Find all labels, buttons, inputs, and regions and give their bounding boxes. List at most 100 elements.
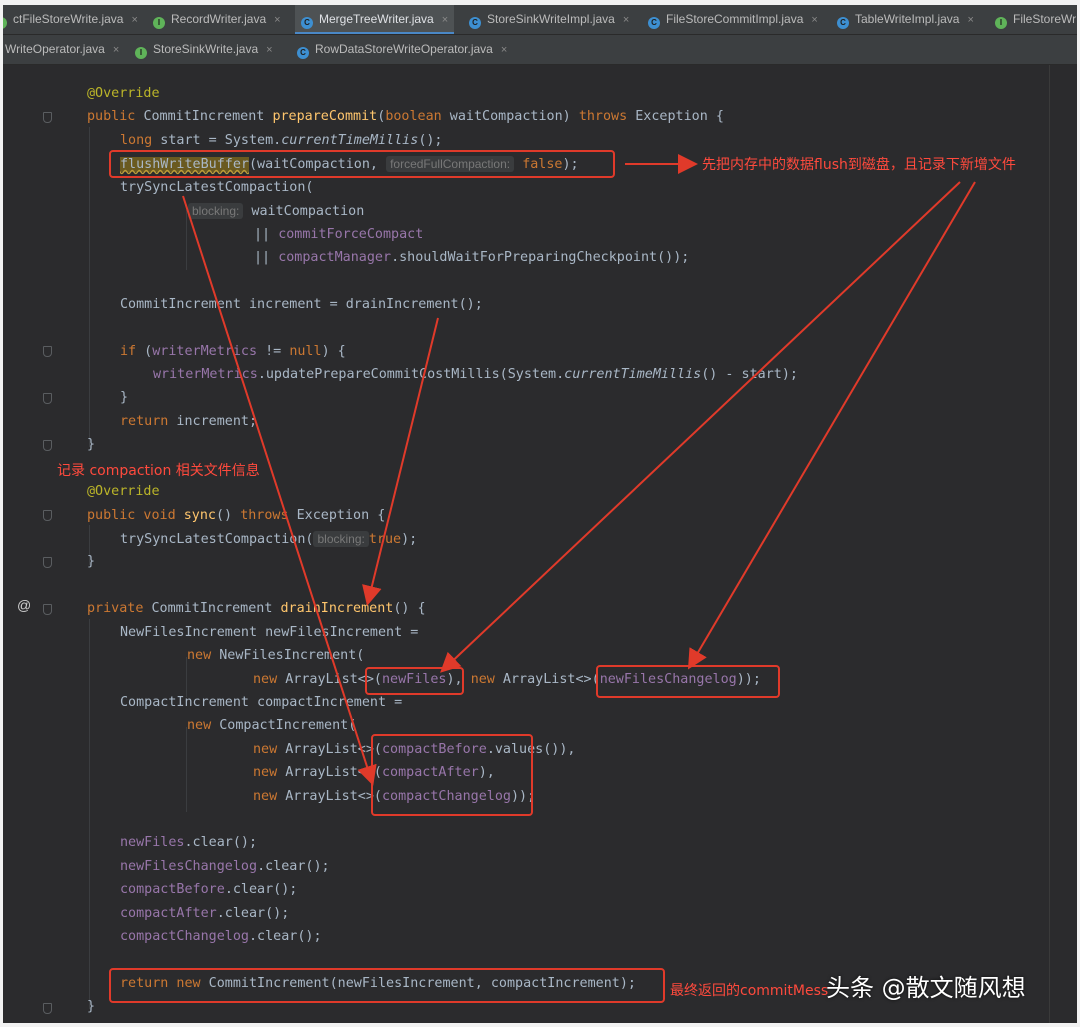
close-icon[interactable]: × [131, 14, 138, 26]
override-marker-icon[interactable]: @ [17, 597, 32, 613]
fold-marker-icon[interactable] [43, 510, 52, 521]
new-files-highlight-box [365, 667, 464, 695]
code-line: } [120, 390, 129, 405]
code-line: public void sync() throws Exception { [87, 508, 386, 523]
fold-marker-icon[interactable] [43, 604, 52, 615]
class-icon: C [301, 17, 313, 29]
tab-file-store-wr[interactable]: I FileStoreWr [995, 5, 1076, 34]
interface-icon: I [135, 47, 147, 59]
code-line: new ArrayList<>(compactChangelog)); [253, 789, 536, 804]
code-line: compactBefore.clear(); [120, 882, 298, 897]
inlay-hint: forcedFullCompaction: [386, 156, 515, 172]
code-line: public CommitIncrement prepareCommit(boo… [87, 109, 724, 124]
tab-label: FileStoreCommitImpl.java [666, 12, 804, 26]
fold-marker-icon[interactable] [43, 440, 52, 451]
interface-icon: I [995, 17, 1007, 29]
fold-marker-icon[interactable] [43, 557, 52, 568]
code-line: } [87, 554, 96, 569]
close-icon[interactable]: × [500, 44, 508, 56]
close-icon[interactable]: × [441, 14, 449, 26]
code-line: } [87, 437, 96, 452]
return-statement-highlight-box [109, 968, 665, 1003]
indent-guide [186, 657, 187, 697]
code-line: NewFilesIncrement newFilesIncrement = [120, 625, 419, 640]
tab-label: ctFileStoreWrite.java [13, 12, 124, 26]
tab-file-store-write[interactable]: IctFileStoreWrite.java × [3, 5, 138, 34]
code-line: @Override [87, 86, 160, 101]
code-line: new NewFilesIncrement( [187, 648, 365, 663]
tab-write-operator[interactable]: WriteOperator.java × [5, 35, 119, 64]
tab-row-data-store-write-operator[interactable]: C RowDataStoreWriteOperator.java × [297, 35, 507, 64]
tab-store-sink-write[interactable]: I StoreSinkWrite.java × [135, 35, 273, 64]
indent-guide [186, 210, 187, 270]
code-line: compactChangelog.clear(); [120, 929, 322, 944]
close-icon[interactable]: × [112, 44, 120, 56]
close-icon[interactable]: × [811, 14, 818, 26]
arrow-to-compact-files [182, 195, 377, 786]
interface-icon: I [3, 17, 7, 29]
fold-marker-icon[interactable] [43, 346, 52, 357]
code-line: if (writerMetrics != null) { [120, 344, 346, 359]
code-line: } [87, 999, 96, 1014]
code-line: writerMetrics.updatePrepareCommitCostMil… [153, 367, 798, 382]
tab-table-write-impl[interactable]: C TableWriteImpl.java × [837, 5, 974, 34]
code-line: || commitForceCompact [254, 227, 424, 242]
code-line: compactAfter.clear(); [120, 906, 290, 921]
class-icon: C [297, 47, 309, 59]
code-line: || compactManager.shouldWaitForPreparing… [254, 250, 690, 265]
close-icon[interactable]: × [266, 44, 273, 56]
code-line: trySyncLatestCompaction(blocking:true); [120, 531, 418, 547]
code-line: newFiles.clear(); [120, 835, 258, 850]
indent-guide [89, 127, 90, 447]
fold-marker-icon[interactable] [43, 393, 52, 404]
code-line: new ArrayList<>(newFiles), new ArrayList… [253, 672, 761, 687]
close-icon[interactable]: × [274, 14, 281, 26]
code-line: trySyncLatestCompaction( [120, 180, 314, 195]
code-line: long start = System.currentTimeMillis(); [120, 133, 443, 148]
return-annotation-note: 最终返回的commitMess [670, 983, 829, 999]
interface-icon: I [153, 17, 165, 29]
tab-label: RowDataStoreWriteOperator.java [315, 42, 493, 56]
class-icon: C [648, 17, 660, 29]
watermark: 头条 @散文随风想 [826, 974, 1026, 1002]
tab-label: TableWriteImpl.java [855, 12, 960, 26]
fold-marker-icon[interactable] [43, 112, 52, 123]
tab-label: StoreSinkWrite.java [153, 42, 259, 56]
code-line: private CommitIncrement drainIncrement()… [87, 601, 426, 616]
tab-record-writer[interactable]: I RecordWriter.java × [153, 5, 281, 34]
ide-window: IctFileStoreWrite.java × I RecordWriter.ja… [3, 5, 1077, 1023]
fold-marker-icon[interactable] [43, 1003, 52, 1014]
code-line: newFilesChangelog.clear(); [120, 859, 330, 874]
class-icon: C [837, 17, 849, 29]
flush-annotation-note: 先把内存中的数据flush到磁盘，且记录下新增文件 [702, 157, 1016, 173]
right-margin-guide [1049, 65, 1050, 1023]
tab-label: WriteOperator.java [5, 42, 105, 56]
code-line: return new CommitIncrement(newFilesIncre… [120, 976, 636, 991]
compaction-annotation-note: 记录 compaction 相关文件信息 [57, 463, 260, 479]
code-line: blocking: waitCompaction [188, 200, 364, 222]
code-line: new CompactIncrement( [187, 718, 357, 733]
code-line: flushWriteBuffer(waitCompaction, forcedF… [120, 156, 579, 172]
indent-guide [186, 727, 187, 812]
tab-file-store-commit-impl[interactable]: C FileStoreCommitImpl.java × [648, 5, 818, 34]
inlay-hint: blocking: [313, 531, 369, 547]
editor-gutter [3, 65, 47, 1023]
tab-label: RecordWriter.java [171, 12, 267, 26]
inlay-hint: blocking: [188, 203, 244, 219]
arrow-to-drain-increment [362, 317, 439, 606]
tab-label: FileStoreWr [1013, 12, 1077, 26]
code-line: @Override [87, 484, 160, 499]
editor-tab-bar-bottom: WriteOperator.java × I StoreSinkWrite.java… [3, 35, 1077, 65]
tab-label: StoreSinkWriteImpl.java [487, 12, 615, 26]
close-icon[interactable]: × [622, 14, 630, 26]
code-line: return increment; [120, 414, 258, 429]
arrow-to-new-files-changelog [687, 181, 976, 670]
arrow-to-new-files [440, 181, 961, 673]
class-icon: C [469, 17, 481, 29]
close-icon[interactable]: × [967, 14, 974, 26]
indent-guide [89, 525, 90, 565]
tab-store-sink-write-impl[interactable]: C StoreSinkWriteImpl.java × [469, 5, 629, 34]
flush-call-highlight-box [109, 150, 615, 178]
